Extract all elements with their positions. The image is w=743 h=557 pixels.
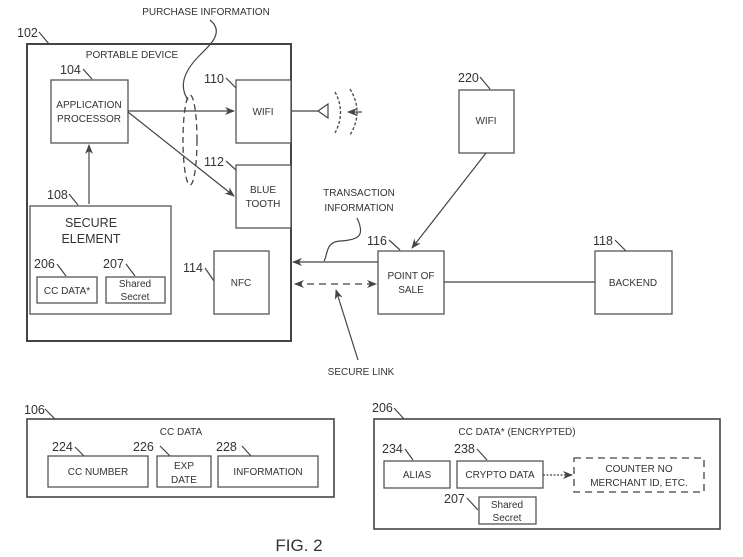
shared-secret-line1: Shared <box>491 500 523 511</box>
arrow-wifi-to-pos <box>411 152 487 249</box>
ref-110: 110 <box>204 72 224 86</box>
ref-220: 220 <box>458 71 479 85</box>
leader-118 <box>614 239 627 252</box>
secure-element-line2: ELEMENT <box>61 232 120 246</box>
point-of-sale-box <box>377 250 445 315</box>
leader-104 <box>82 68 93 80</box>
secure-link-leader <box>334 289 359 361</box>
ref-102: 102 <box>17 26 38 40</box>
cc-data-star-box <box>36 276 98 304</box>
nfc-label: NFC <box>231 278 252 289</box>
wifi-110-label: WIFI <box>252 107 273 118</box>
information-box <box>217 455 319 488</box>
antenna-icon <box>316 102 329 120</box>
exp-date-line1: EXP <box>174 461 194 472</box>
shared-secret-se-box <box>105 276 166 304</box>
signal-wave-inner-icon <box>334 91 342 134</box>
leader-228 <box>241 445 252 457</box>
information-label: INFORMATION <box>233 467 302 478</box>
nfc-box <box>213 250 270 315</box>
purchase-information-leader <box>182 19 217 101</box>
ref-116: 116 <box>367 234 387 248</box>
bluetooth-112-box <box>235 164 292 229</box>
transaction-information-line1: TRANSACTION <box>323 188 395 199</box>
shared-secret-se-line1: Shared <box>119 279 151 290</box>
secure-link-label: SECURE LINK <box>328 367 395 378</box>
cc-data-star-label: CC DATA* <box>44 286 90 297</box>
leader-224 <box>74 446 85 457</box>
cc-number-label: CC NUMBER <box>68 467 129 478</box>
point-of-sale-line1: POINT OF <box>387 271 434 282</box>
bluetooth-line2: TOOTH <box>246 199 281 210</box>
shared-secret-box <box>478 496 537 525</box>
backend-box <box>594 250 673 315</box>
figure-caption: FIG. 2 <box>275 536 322 555</box>
ref-238: 238 <box>454 442 475 456</box>
wifi-110-box <box>235 79 292 144</box>
cc-data-panel-title: CC DATA <box>160 427 203 438</box>
exp-date-box <box>156 455 212 488</box>
leader-102 <box>38 31 50 45</box>
ref-206-se: 206 <box>34 257 55 271</box>
leader-207-se <box>125 263 136 277</box>
leader-114 <box>204 267 215 282</box>
leader-206 <box>393 407 405 420</box>
encrypted-panel <box>373 418 721 530</box>
wifi-220-box <box>458 89 515 154</box>
ref-206: 206 <box>372 401 393 415</box>
ref-104: 104 <box>60 63 81 77</box>
cc-number-box <box>47 455 149 488</box>
counter-line1: COUNTER NO <box>605 464 672 475</box>
cc-data-panel <box>26 418 335 498</box>
counter-box <box>573 457 705 493</box>
purchase-information-ellipse <box>182 94 198 186</box>
arrow-processor-to-bluetooth <box>127 111 235 197</box>
leader-220 <box>479 76 491 90</box>
ref-207: 207 <box>444 492 465 506</box>
ref-224: 224 <box>52 440 73 454</box>
shared-secret-line2: Secret <box>493 513 522 524</box>
ref-112: 112 <box>204 155 224 169</box>
exp-date-line2: DATE <box>171 475 197 486</box>
alias-label: ALIAS <box>403 470 432 481</box>
ref-118: 118 <box>593 234 613 248</box>
application-processor-line1: APPLICATION <box>56 100 121 111</box>
leader-110 <box>225 77 237 89</box>
leader-106 <box>44 408 56 420</box>
ref-226: 226 <box>133 440 154 454</box>
shared-secret-se-line2: Secret <box>121 292 150 303</box>
ref-234: 234 <box>382 442 403 456</box>
bluetooth-line1: BLUE <box>250 185 276 196</box>
transaction-information-line2: INFORMATION <box>324 203 393 214</box>
leader-234 <box>404 448 414 461</box>
leader-206-se <box>56 263 67 277</box>
backend-label: BACKEND <box>609 278 657 289</box>
secure-element-line1: SECURE <box>65 216 117 230</box>
crypto-data-box <box>456 460 544 489</box>
transaction-information-leader <box>323 217 362 262</box>
application-processor-box <box>50 79 129 144</box>
counter-line2: MERCHANT ID, ETC. <box>590 478 688 489</box>
portable-device-title: PORTABLE DEVICE <box>86 50 179 61</box>
ref-106: 106 <box>24 403 45 417</box>
point-of-sale-line2: SALE <box>398 285 424 296</box>
leader-207 <box>466 497 479 511</box>
ref-228: 228 <box>216 440 237 454</box>
leader-226 <box>159 445 171 457</box>
alias-box <box>383 460 451 489</box>
leader-238 <box>476 448 488 461</box>
crypto-data-label: CRYPTO DATA <box>465 470 535 481</box>
leader-108 <box>68 193 79 206</box>
ref-108: 108 <box>47 188 68 202</box>
application-processor-line2: PROCESSOR <box>57 114 121 125</box>
ref-207-se: 207 <box>103 257 124 271</box>
purchase-information-label: PURCHASE INFORMATION <box>142 7 270 18</box>
ref-114: 114 <box>183 261 203 275</box>
leader-116 <box>388 239 401 251</box>
leader-112 <box>225 160 237 171</box>
wifi-220-label: WIFI <box>475 116 496 127</box>
encrypted-panel-title: CC DATA* (ENCRYPTED) <box>458 427 575 438</box>
